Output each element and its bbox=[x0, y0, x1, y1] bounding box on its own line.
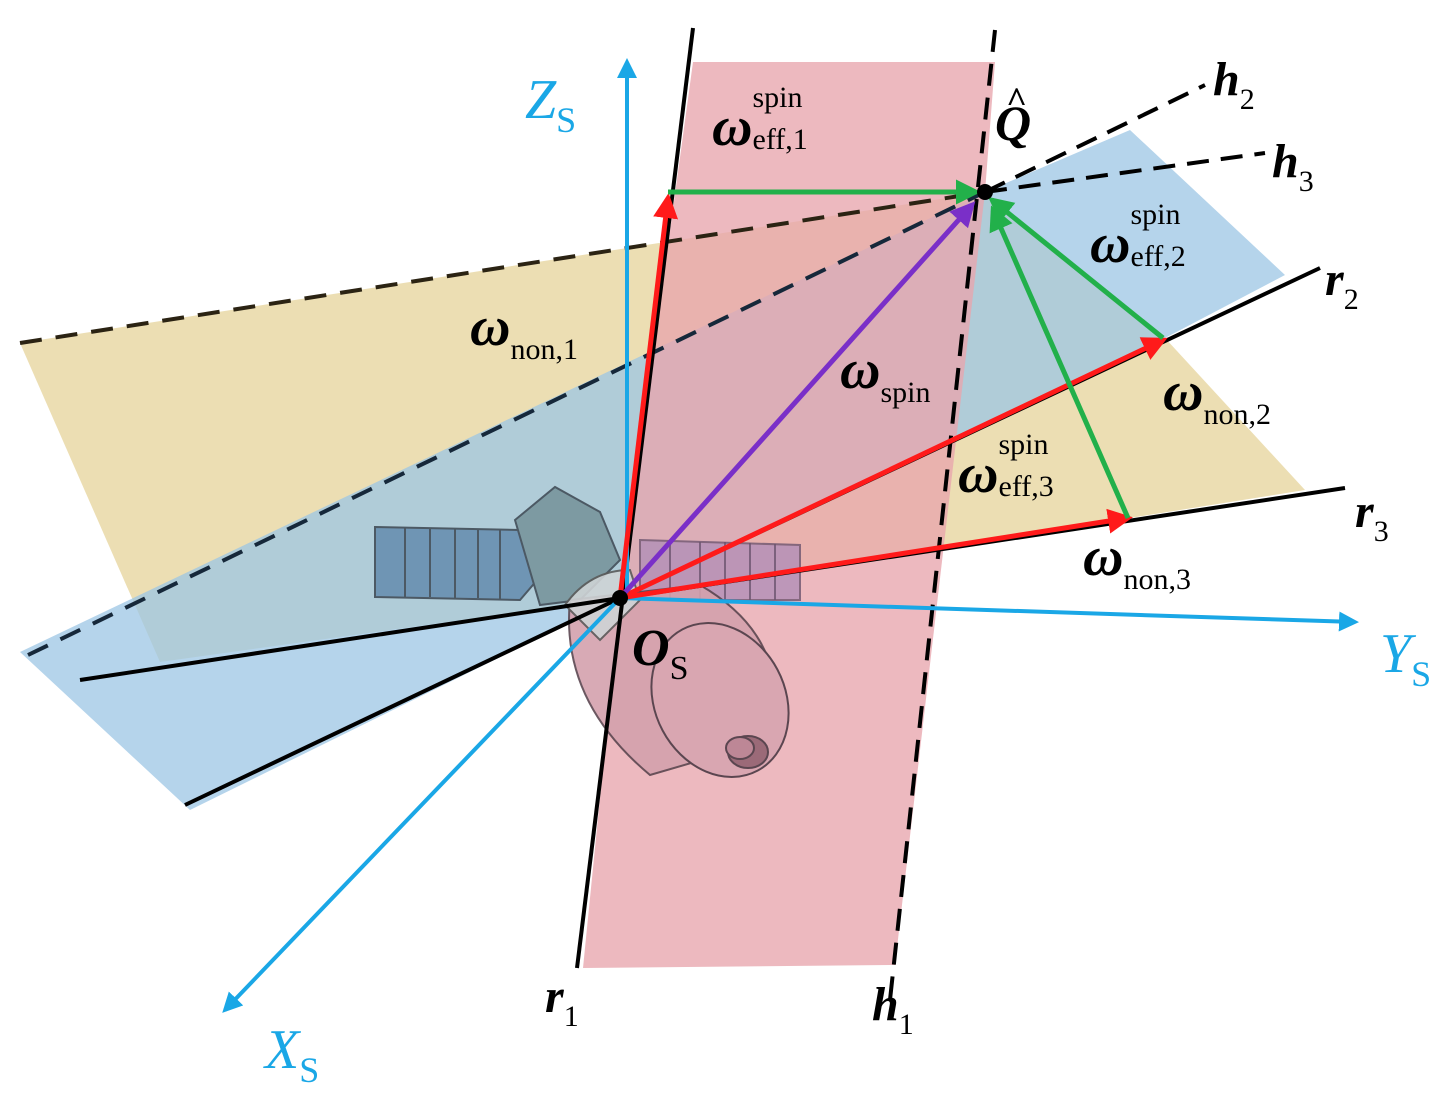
label-q-hat: ^ bbox=[1006, 80, 1027, 120]
label-r2: r2 bbox=[1325, 253, 1359, 316]
x-axis-label: XS bbox=[263, 1019, 319, 1090]
vector-omega-non-1 bbox=[617, 193, 679, 599]
label-omega-non-2: ωnon,2 bbox=[1163, 361, 1271, 431]
satellite-illustration bbox=[374, 485, 801, 778]
origin-point bbox=[612, 590, 628, 606]
point-q bbox=[977, 184, 993, 200]
y-axis bbox=[619, 596, 1359, 632]
label-h3: h3 bbox=[1272, 135, 1314, 198]
label-omega-non-1: ωnon,1 bbox=[470, 296, 578, 366]
vector-omega-non-3 bbox=[619, 508, 1133, 601]
tan-plane-bottom-edge bbox=[79, 596, 621, 682]
blue-plane-bottom-edge bbox=[184, 596, 621, 807]
line-h2 bbox=[984, 83, 1206, 194]
vector-omega-eff-2 bbox=[988, 196, 1165, 340]
label-h2: h2 bbox=[1213, 53, 1255, 116]
label-q: Q bbox=[995, 95, 1031, 151]
label-h1: h1 bbox=[872, 978, 914, 1041]
origin-label: OS bbox=[632, 620, 688, 687]
line-r1 bbox=[575, 27, 695, 969]
vector-omega-spin bbox=[618, 201, 976, 600]
z-axis-label: ZS bbox=[525, 69, 576, 140]
blue-plane-top-edge bbox=[27, 190, 986, 657]
y-axis-label: YS bbox=[1380, 623, 1431, 694]
line-h3 bbox=[984, 151, 1266, 194]
label-omega-spin: ωspin bbox=[840, 339, 931, 409]
label-r1: r1 bbox=[545, 970, 579, 1033]
label-r3: r3 bbox=[1355, 485, 1389, 548]
line-h1 bbox=[888, 29, 997, 1001]
label-omega-non-3: ωnon,3 bbox=[1083, 526, 1191, 596]
vector-omega-eff-3 bbox=[989, 205, 1131, 520]
x-axis bbox=[222, 596, 622, 1013]
tan-plane-top-edge bbox=[19, 190, 986, 345]
vector-omega-non-2 bbox=[618, 337, 1168, 601]
